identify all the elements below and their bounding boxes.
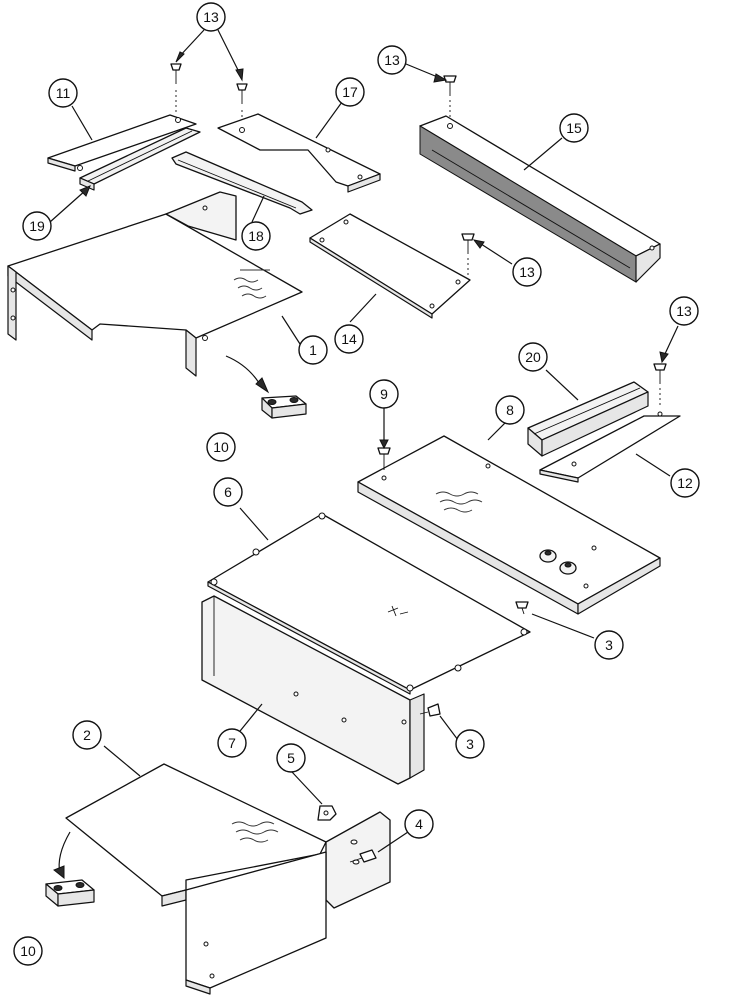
part-17-bracket — [217, 113, 381, 193]
callout-3-lower-label: 3 — [466, 736, 474, 752]
screw-9 — [377, 447, 391, 470]
callout-11-label: 11 — [56, 85, 71, 101]
part-7-front-panel — [201, 595, 425, 785]
callout-2-label: 2 — [83, 727, 91, 743]
callout-9-label: 9 — [380, 386, 388, 402]
screw-13-cover — [461, 233, 475, 276]
callout-6-label: 6 — [224, 484, 232, 500]
callout-7: 7 — [217, 728, 247, 758]
arrowhead-2-to-10 — [53, 865, 65, 880]
callout-12: 12 — [670, 468, 700, 498]
callout-10-lower: 10 — [13, 936, 43, 966]
callout-1-label: 1 — [309, 342, 317, 358]
callout-12-label: 12 — [677, 475, 693, 491]
part-18-bar — [171, 151, 313, 215]
callout-3-upper-label: 3 — [605, 637, 613, 653]
callout-18-label: 18 — [248, 228, 264, 244]
callout-5-label: 5 — [287, 750, 295, 766]
callout-11: 11 — [48, 78, 78, 108]
screw-3-upper — [515, 601, 529, 615]
callout-4: 4 — [404, 809, 434, 839]
callout-19-label: 19 — [29, 218, 45, 234]
screw-13-plate12 — [653, 363, 667, 408]
callout-20: 20 — [518, 342, 548, 372]
part-8-top-panel — [357, 435, 661, 615]
screw-13-left — [170, 63, 182, 112]
screw-3-lower — [419, 703, 441, 717]
callout-20-label: 20 — [525, 349, 541, 365]
callout-10-upper: 10 — [206, 432, 236, 462]
part-15-foam-rail — [419, 115, 661, 283]
part-11-plate — [47, 114, 197, 172]
part-12-plate — [539, 411, 681, 483]
callout-17-label: 17 — [342, 84, 358, 100]
callout-9: 9 — [369, 379, 399, 409]
callout-8: 8 — [495, 395, 525, 425]
part-6-mark — [387, 605, 409, 617]
part-2-lower-panel — [65, 763, 391, 995]
callout-2: 2 — [72, 720, 102, 750]
callout-13-top-label: 13 — [203, 9, 219, 25]
callout-7-label: 7 — [228, 735, 236, 751]
callout-18: 18 — [241, 221, 271, 251]
callout-13-rail-label: 13 — [384, 52, 400, 68]
screw-13-rail — [443, 75, 457, 120]
callouts: 13 11 19 17 18 13 15 13 — [13, 2, 700, 966]
part-14-cover-plate — [309, 213, 471, 319]
screw-4 — [349, 849, 377, 863]
part-19-hinge-strip — [79, 127, 201, 191]
arrowhead-1-to-10 — [255, 377, 270, 394]
callout-13-plate12: 13 — [669, 296, 699, 326]
callout-6: 6 — [213, 477, 243, 507]
callout-13-cover: 13 — [512, 257, 542, 287]
callout-13-rail: 13 — [377, 45, 407, 75]
callout-3-lower: 3 — [455, 729, 485, 759]
callout-15: 15 — [559, 113, 589, 143]
callout-1: 1 — [298, 335, 328, 365]
callout-4-label: 4 — [415, 816, 423, 832]
part-1-side-panel — [7, 191, 303, 377]
leader-lines — [49, 29, 679, 853]
callout-15-label: 15 — [566, 120, 582, 136]
nut-5 — [317, 805, 337, 821]
callout-19: 19 — [22, 211, 52, 241]
callout-13-cover-label: 13 — [519, 264, 535, 280]
callout-3-upper: 3 — [594, 630, 624, 660]
callout-13-top: 13 — [196, 2, 226, 32]
callout-13-plate12-label: 13 — [676, 303, 692, 319]
part-10-grommet-lower — [45, 879, 95, 907]
callout-5: 5 — [276, 743, 306, 773]
part-6-lid-plate — [207, 512, 531, 695]
callout-10-lower-label: 10 — [20, 943, 36, 959]
callout-14: 14 — [334, 324, 364, 354]
part-20-channel — [527, 381, 649, 457]
callout-8-label: 8 — [506, 402, 514, 418]
callout-17: 17 — [335, 77, 365, 107]
callout-14-label: 14 — [341, 331, 357, 347]
callout-10-upper-label: 10 — [213, 439, 229, 455]
part-10-grommet-upper — [261, 395, 307, 419]
